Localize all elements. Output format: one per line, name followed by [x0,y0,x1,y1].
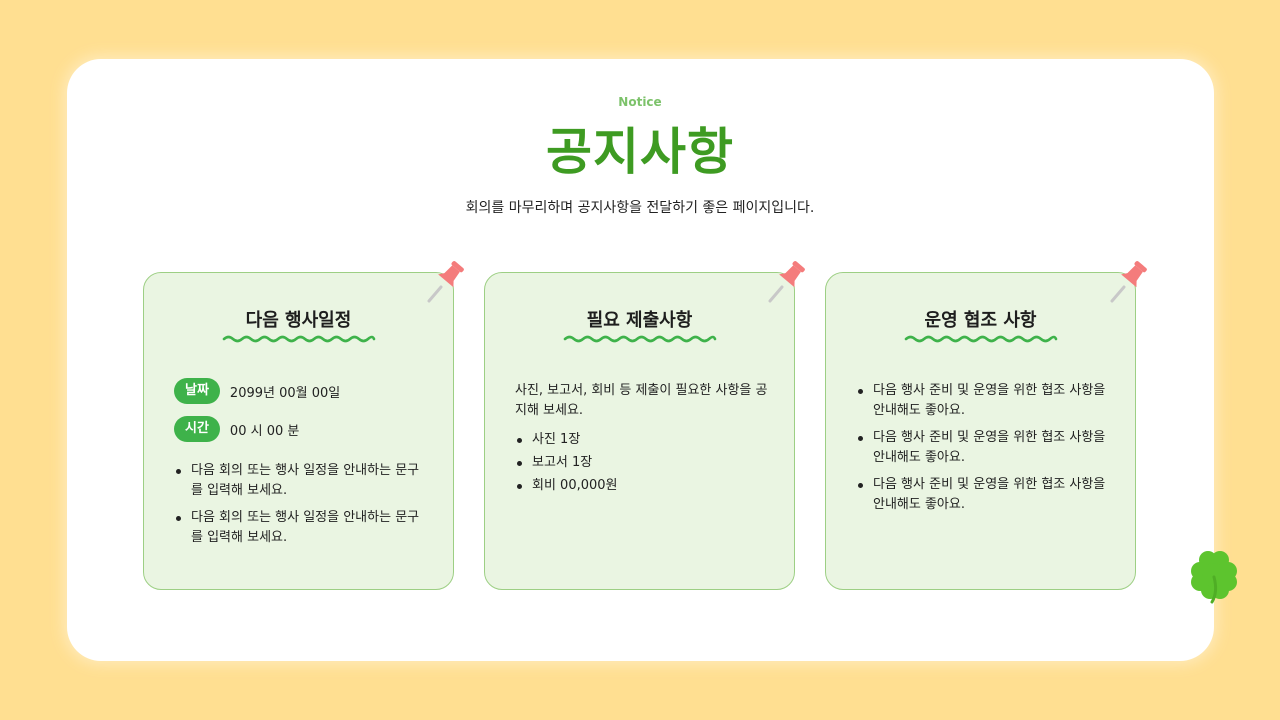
date-badge: 날짜 [174,378,220,404]
list-item: 다음 회의 또는 행사 일정을 안내하는 문구를 입력해 보세요. [176,508,431,548]
date-value: 2099년 00월 00일 [229,385,341,401]
time-row: 시간 00 시 00 분 [174,416,299,442]
date-row: 날짜 2099년 00월 00일 [174,378,340,404]
wavy-underline [222,335,376,343]
list-item: 사진 1장 [517,430,772,450]
wavy-underline [563,335,717,343]
list-item: 다음 행사 준비 및 운영을 위한 협조 사항을 안내해도 좋아요. [858,381,1113,421]
time-badge: 시간 [174,416,220,442]
list-item: 보고서 1장 [517,453,772,473]
submissions-bullet-list: 사진 1장 보고서 1장 회비 00,000원 [515,430,772,499]
list-item: 회비 00,000원 [517,476,772,496]
card-next-event: 다음 행사일정 날짜 2099년 00월 00일 시간 00 시 00 분 다음… [143,272,454,590]
list-item: 다음 회의 또는 행사 일정을 안내하는 문구를 입력해 보세요. [176,461,431,501]
page-title: 공지사항 [546,123,734,181]
event-bullet-list: 다음 회의 또는 행사 일정을 안내하는 문구를 입력해 보세요. 다음 회의 … [174,461,431,555]
card-title: 다음 행사일정 [245,310,352,331]
eyebrow-label: Notice [618,95,662,109]
wavy-underline [904,335,1058,343]
cooperation-bullet-list: 다음 행사 준비 및 운영을 위한 협조 사항을 안내해도 좋아요. 다음 행사… [856,381,1113,522]
list-item: 다음 행사 준비 및 운영을 위한 협조 사항을 안내해도 좋아요. [858,475,1113,515]
card-submissions: 필요 제출사항 사진, 보고서, 회비 등 제출이 필요한 사항을 공지해 보세… [484,272,795,590]
pushpin-icon [768,261,805,303]
card-cooperation: 운영 협조 사항 다음 행사 준비 및 운영을 위한 협조 사항을 안내해도 좋… [825,272,1136,590]
list-item: 다음 행사 준비 및 운영을 위한 협조 사항을 안내해도 좋아요. [858,428,1113,468]
card-title: 필요 제출사항 [586,310,693,331]
submissions-intro: 사진, 보고서, 회비 등 제출이 필요한 사항을 공지해 보세요. [515,383,768,418]
clover-icon [1191,551,1237,604]
page-subtitle: 회의를 마무리하며 공지사항을 전달하기 좋은 페이지입니다. [465,200,815,216]
card-title: 운영 협조 사항 [924,310,1037,331]
pushpin-icon [427,261,464,303]
time-value: 00 시 00 분 [229,423,300,439]
pushpin-icon [1110,261,1147,303]
